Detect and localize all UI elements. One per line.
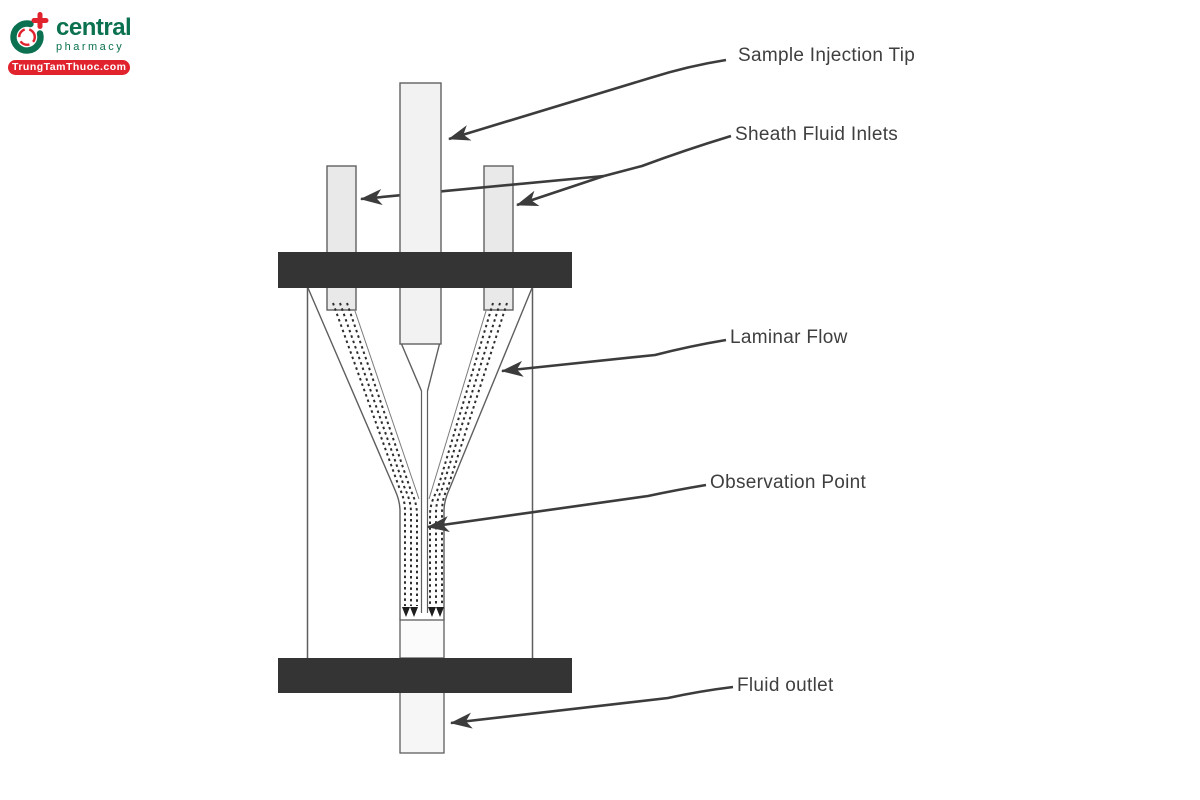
stream-arrowhead <box>436 607 444 617</box>
logo-subtitle-text: pharmacy <box>56 40 125 53</box>
bottom-plate <box>278 658 572 693</box>
stream-end-arrowheads <box>402 607 444 617</box>
logo-wordmark: central pharmacy <box>56 13 132 53</box>
sheath-inlet-arrow-right <box>516 174 605 207</box>
funnel-inner-line-left <box>354 310 420 500</box>
label-laminar-flow: Laminar Flow <box>730 327 848 348</box>
stream-right-3 <box>429 302 494 606</box>
label-sheath-fluid-inlets: Sheath Fluid Inlets <box>735 124 898 145</box>
stream-right-2 <box>435 302 501 606</box>
injector-taper-left <box>400 343 423 392</box>
stream-left-1 <box>332 302 406 606</box>
funnel-wall-right <box>443 287 533 620</box>
outlet-stub <box>399 619 445 659</box>
funnel-inner-line-right <box>428 310 487 500</box>
fluid-outlet-tube <box>399 691 445 754</box>
central-pharmacy-c-icon <box>10 12 49 54</box>
stream-arrowhead <box>402 607 410 617</box>
sample-injection-tip-arrow <box>448 58 727 141</box>
funnel-wall-left <box>307 287 401 620</box>
stream-arrowhead <box>410 607 418 617</box>
flow-chamber <box>306 287 534 754</box>
injector-taper-right <box>426 343 441 392</box>
stream-arrowhead <box>428 607 436 617</box>
sheath-inlets-leader-line <box>603 134 732 178</box>
top-plate <box>278 252 572 288</box>
label-observation-point: Observation Point <box>710 472 867 493</box>
annotation-arrows <box>427 58 734 729</box>
laminar-flow-streams <box>332 302 508 606</box>
fluid-outlet-arrow <box>450 685 734 729</box>
sheath-tube-left <box>326 165 357 311</box>
sample-injection-tube <box>399 82 442 345</box>
stream-right-1 <box>441 302 508 606</box>
label-sample-injection-tip: Sample Injection Tip <box>738 45 915 66</box>
logo-row: central pharmacy <box>8 12 132 56</box>
logo-brand-text: central <box>56 13 132 41</box>
central-pharmacy-logo: central pharmacy TrungTamThuoc.com <box>8 12 132 75</box>
stream-left-3 <box>346 302 418 606</box>
label-fluid-outlet: Fluid outlet <box>737 675 834 696</box>
observation-point-arrow <box>427 483 707 532</box>
logo-domain-badge: TrungTamThuoc.com <box>8 60 130 75</box>
laminar-flow-arrow <box>501 338 727 377</box>
